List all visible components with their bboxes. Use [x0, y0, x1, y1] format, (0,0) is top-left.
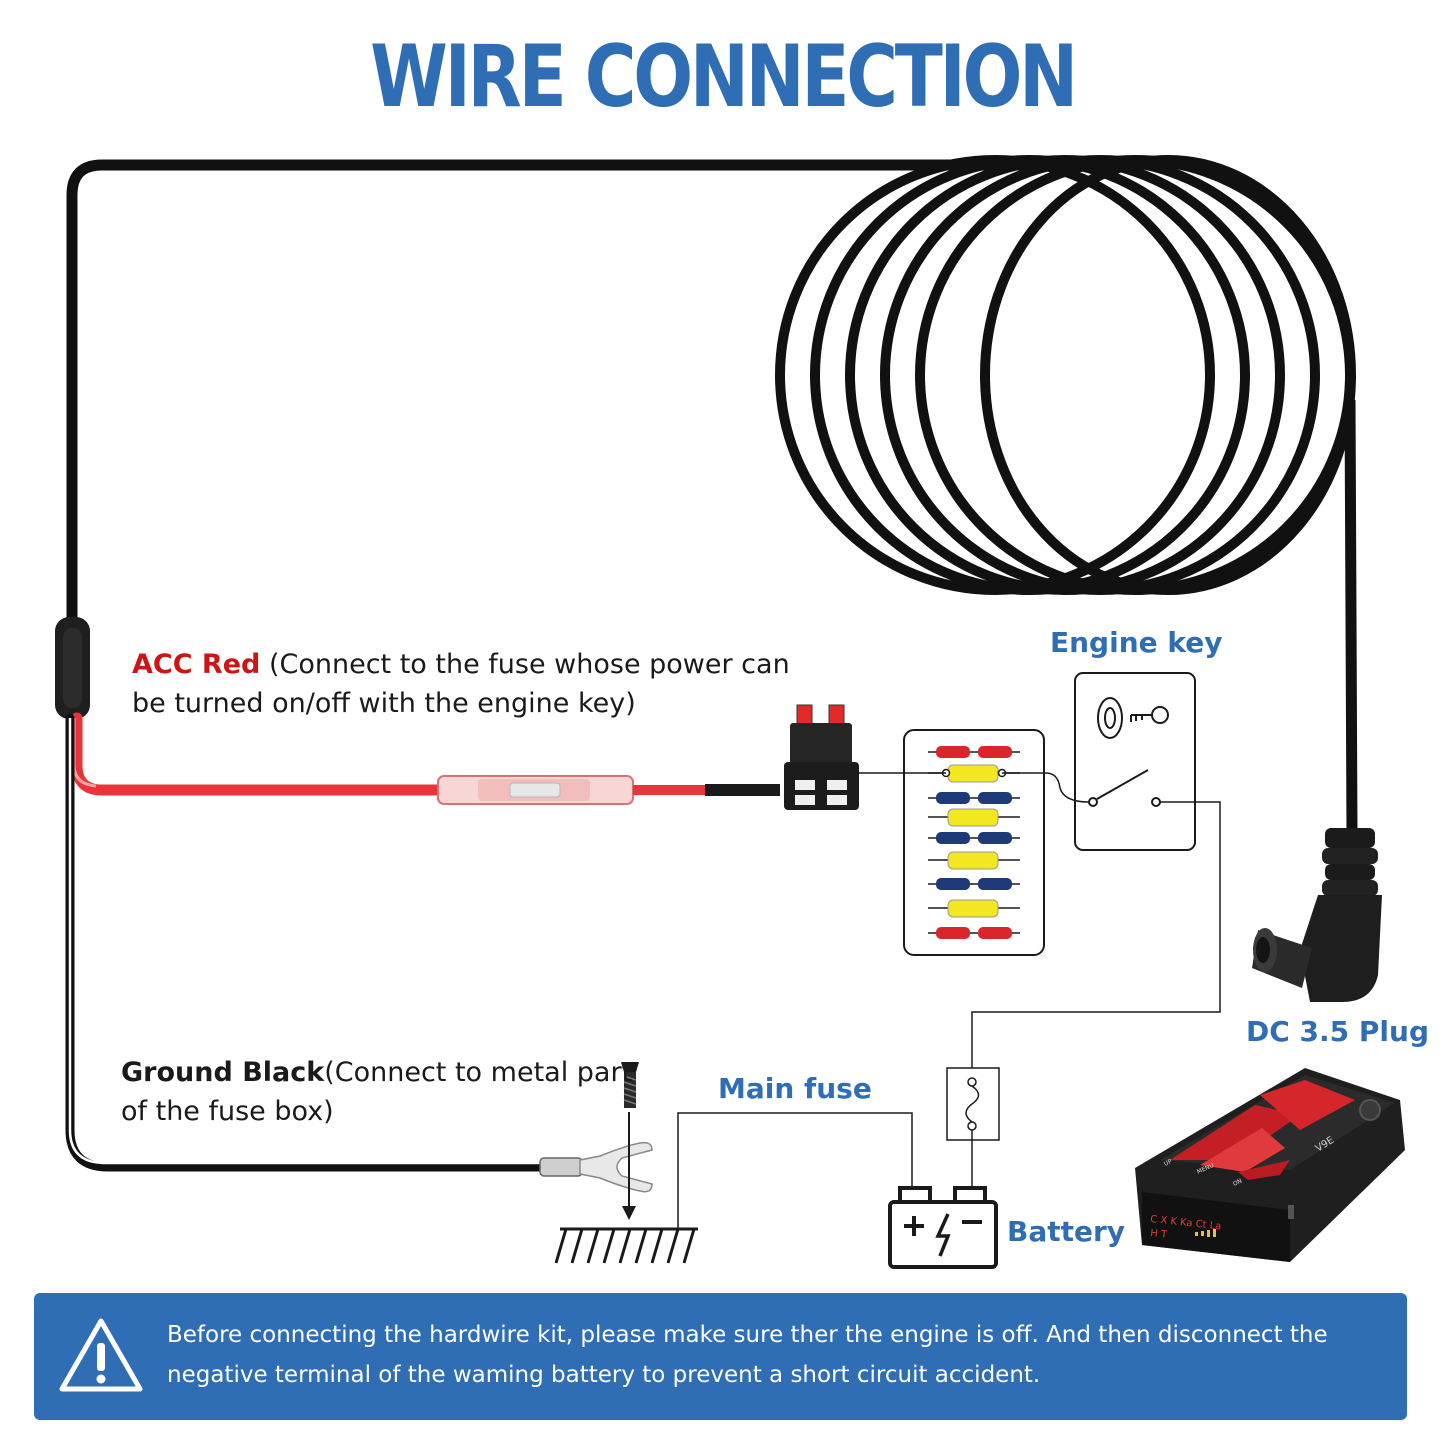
- ground-to-battery-wire: [677, 1112, 913, 1230]
- warning-triangle-icon: [59, 1318, 143, 1392]
- dc-plug-label: DC 3.5 Plug: [1246, 1015, 1429, 1048]
- fuse-tap: [784, 704, 859, 810]
- battery-icon: [888, 1186, 998, 1269]
- acc-red-label: ACC Red (Connect to the fuse whose power…: [132, 645, 792, 723]
- device-on-button: ON: [1232, 1178, 1243, 1188]
- page-title: WIRE CONNECTION: [370, 27, 1078, 127]
- engine-key-label: Engine key: [1050, 626, 1223, 659]
- acc-red-description: (Connect to the fuse whose power can be …: [132, 649, 790, 720]
- ground-black-description: (Connect to metal part of the fuse box): [121, 1057, 633, 1128]
- main-cable: [66, 159, 1066, 626]
- switch-to-battery-wire: [971, 801, 1221, 1070]
- ground-symbol: [554, 1227, 698, 1264]
- main-fuse-label: Main fuse: [718, 1072, 872, 1105]
- fusebox-to-switch-wire: [1002, 772, 1090, 803]
- device-up-button: UP: [1163, 1158, 1174, 1168]
- fuse-box: [903, 729, 1045, 956]
- battery-label: Battery: [1007, 1215, 1126, 1248]
- warning-banner: Before connecting the hardwire kit, plea…: [34, 1293, 1407, 1420]
- key-switch: [1088, 769, 1161, 807]
- engine-key-box: [1074, 672, 1196, 851]
- screw-icon: [621, 1062, 639, 1108]
- ground-black-key: Ground Black: [121, 1057, 325, 1088]
- acc-red-key: ACC Red: [132, 649, 261, 680]
- ignition-key-icon: [1097, 697, 1169, 739]
- cable-coil: [775, 155, 1356, 595]
- device-screen-line2: H T: [1150, 1228, 1169, 1241]
- radar-detector-device: [1135, 1068, 1405, 1262]
- butt-connector: [437, 775, 634, 805]
- dc-plug-connector: [1252, 828, 1382, 1002]
- acc-red-wire: [71, 712, 446, 796]
- dc-cable: [1344, 399, 1358, 836]
- fork-terminal: [539, 1141, 653, 1193]
- ground-black-label: Ground Black(Connect to metal part of th…: [121, 1053, 641, 1131]
- fuse-box-fuses: [928, 746, 1020, 939]
- warning-text: Before connecting the hardwire kit, plea…: [167, 1322, 1328, 1389]
- device-screen-bars: [1195, 1229, 1216, 1237]
